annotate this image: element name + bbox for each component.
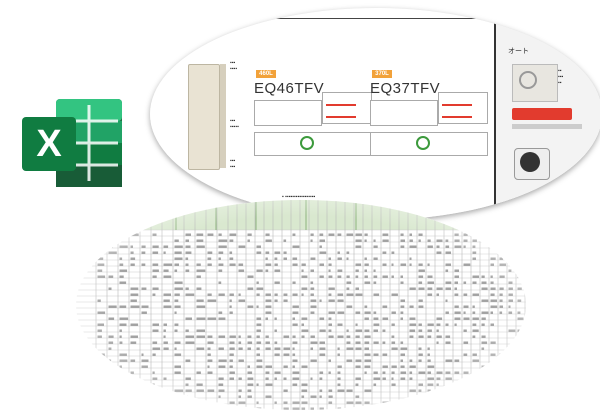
price-line [442,104,472,106]
price-box [438,92,488,124]
catalog-preview: ▪▪▪▪▪▪▪ ▪▪▪▪▪▪▪▪ ▪▪▪▪▪▪ 460L EQ46TFV 370… [150,8,600,220]
model-name: EQ37TFV [370,80,441,97]
right-panel-label: ▪▪▪▪▪▪▪ [558,68,564,86]
spreadsheet [76,200,526,410]
catalog-top-rule [270,18,490,19]
thumbnail-frame: X ▪▪▪▪▪▪▪ ▪▪▪▪▪▪▪▪ ▪▪▪▪▪▪ 460L EQ46TFV 3… [22,8,600,410]
eco-icon [416,136,430,150]
spec-text-block: ▪▪▪▪▪▪▪▪ [230,118,239,130]
spec-text-block: ▪▪▪▪▪▪▪ [230,60,238,72]
heat-pump-unit-image [514,148,550,180]
catalog-page-divider [494,8,496,220]
water-heater-image [188,64,220,170]
water-heater-side [220,64,226,168]
capacity-badge: 370L [372,70,392,78]
right-panel-text-line [512,124,582,129]
excel-logo-letter: X [36,123,62,165]
catalog-page: ▪▪▪▪▪▪▪ ▪▪▪▪▪▪▪▪ ▪▪▪▪▪▪ 460L EQ46TFV 370… [150,8,600,220]
spreadsheet-preview [76,200,526,410]
price-line [326,104,356,106]
right-panel-red-banner [512,108,572,120]
footnote: ▪ ▪▪▪▪▪▪▪▪▪▪▪▪▪▪▪▪▪ [282,194,316,200]
spreadsheet-grid [76,200,526,410]
price-line [326,116,356,118]
eco-icon [300,136,314,150]
model-name: EQ46TFV [254,80,325,97]
capacity-badge: 460L [256,70,276,78]
spec-text-block: ▪▪▪▪▪▪ [230,158,236,170]
excel-logo-icon: X [22,99,122,187]
outdoor-unit-image [512,64,558,102]
spec-box [370,100,438,126]
price-box [322,92,372,124]
price-line [442,116,472,118]
right-panel-title: オート [508,48,529,55]
spec-box [254,100,322,126]
